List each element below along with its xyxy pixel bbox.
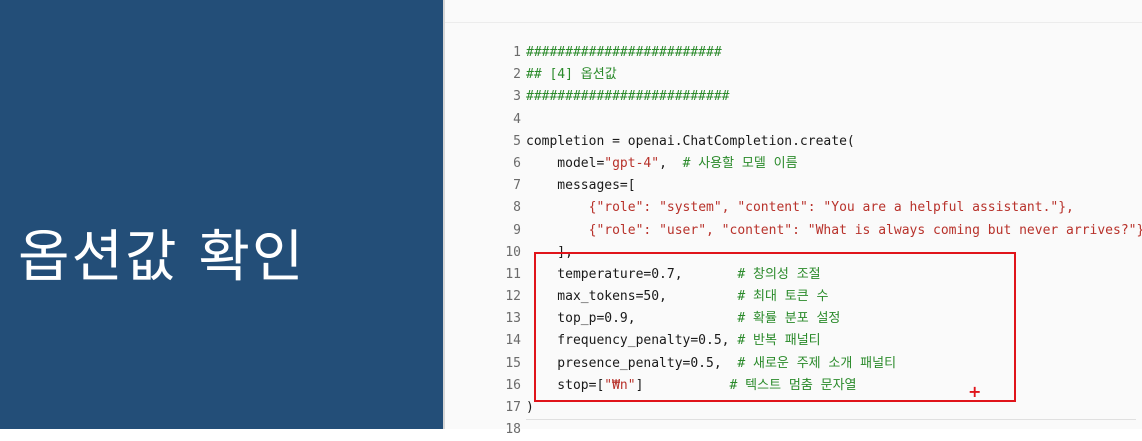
code-text[interactable]: completion = openai.ChatCompletion.creat… [526, 131, 855, 153]
code-token [526, 200, 589, 215]
code-lines[interactable]: 1 ######################### 2 ## [4] 옵션값 3 ##… [445, 42, 1142, 441]
line-number: 9 [513, 222, 521, 238]
panel-divider [443, 0, 445, 429]
line-number: 13 [505, 311, 521, 327]
line-number: 4 [513, 111, 521, 127]
code-token: max_tokens=50, [526, 289, 738, 305]
code-line[interactable]: 3 ########################## [445, 86, 1142, 108]
code-text[interactable]: max_tokens=50, # 최대 토큰 수 [526, 286, 828, 308]
code-string: "₩n" [604, 377, 636, 393]
code-text[interactable]: ########################## [526, 86, 730, 108]
code-editor[interactable]: 1 ######################### 2 ## [4] 옵션값 3 ##… [445, 0, 1142, 437]
code-line[interactable]: 18 [445, 419, 1142, 441]
code-comment: # 최대 토큰 수 [737, 289, 829, 305]
line-number: 15 [505, 355, 521, 371]
code-line[interactable]: 6 model="gpt-4", # 사용할 모델 이름 [445, 153, 1142, 175]
slide-side-panel: 옵션값 확인 [0, 0, 443, 429]
line-number: 17 [505, 400, 521, 415]
code-text[interactable]: ) [526, 397, 534, 419]
line-number: 6 [513, 155, 521, 171]
code-token: presence_penalty=0.5, [526, 355, 738, 371]
code-comment: ########################## [526, 89, 730, 105]
code-line[interactable]: 7 messages=[ [445, 175, 1142, 197]
code-line[interactable]: 11 temperature=0.7, # 창의성 조절 [445, 264, 1142, 286]
code-line[interactable]: 15 presence_penalty=0.5, # 새로운 주제 소개 패널티 [445, 353, 1142, 375]
code-comment: # 새로운 주제 소개 패널티 [737, 355, 897, 371]
code-line[interactable]: 2 ## [4] 옵션값 [445, 64, 1142, 86]
editor-top-rule [445, 22, 1142, 23]
line-number: 11 [505, 266, 521, 282]
plus-cursor-icon: + [968, 382, 982, 401]
line-number: 18 [505, 422, 521, 438]
code-text[interactable]: model="gpt-4", # 사용할 모델 이름 [526, 153, 798, 175]
code-string: {"role": "system", "content": "You are a… [588, 200, 1074, 216]
code-text[interactable]: top_p=0.9, # 확률 분포 설정 [526, 308, 840, 330]
code-text[interactable]: {"role": "system", "content": "You are a… [526, 197, 1074, 219]
code-line[interactable]: 16 stop=["₩n"] # 텍스트 멈춤 문자열 [445, 375, 1142, 397]
code-line[interactable]: 1 ######################### [445, 42, 1142, 64]
code-comment: # 사용할 모델 이름 [682, 155, 798, 171]
code-line[interactable]: 9 {"role": "user", "content": "What is a… [445, 220, 1142, 242]
code-text[interactable]: {"role": "user", "content": "What is alw… [526, 220, 1142, 242]
code-line[interactable]: 4 [445, 109, 1142, 131]
code-text[interactable]: ## [4] 옵션값 [526, 64, 617, 86]
code-token: temperature=0.7, [526, 266, 738, 282]
line-number: 12 [505, 289, 521, 305]
code-text[interactable]: frequency_penalty=0.5, # 반복 패널티 [526, 330, 821, 352]
code-token: frequency_penalty=0.5, [526, 333, 738, 349]
code-line[interactable]: 8 {"role": "system", "content": "You are… [445, 197, 1142, 219]
line-number: 2 [513, 67, 521, 83]
code-token: stop=[ [526, 377, 605, 393]
code-line[interactable]: 17) [445, 397, 1142, 420]
code-comment: # 텍스트 멈춤 문자열 [729, 377, 857, 393]
code-line[interactable]: 14 frequency_penalty=0.5, # 반복 패널티 [445, 330, 1142, 352]
code-text[interactable]: stop=["₩n"] # 텍스트 멈춤 문자열 [526, 375, 857, 397]
code-token: , [659, 155, 683, 171]
code-token: model= [526, 155, 605, 171]
code-token: messages=[ [526, 178, 636, 194]
current-line-indicator [526, 397, 1136, 420]
slide-title: 옵션값 확인 [18, 225, 306, 290]
line-number: 7 [513, 178, 521, 194]
code-comment: ######################### [526, 45, 722, 60]
code-line[interactable]: 12 max_tokens=50, # 최대 토큰 수 [445, 286, 1142, 308]
line-number: 3 [513, 89, 521, 105]
line-number: 5 [513, 133, 521, 149]
code-token [526, 223, 589, 238]
code-token: ) [526, 400, 534, 415]
line-number: 8 [513, 200, 521, 216]
code-token: completion = openai.ChatCompletion.creat… [526, 133, 855, 149]
line-number: 14 [505, 333, 521, 349]
code-line[interactable]: 13 top_p=0.9, # 확률 분포 설정 [445, 308, 1142, 330]
code-comment: # 창의성 조절 [737, 266, 821, 282]
code-string: "gpt-4" [604, 155, 660, 171]
code-comment: # 반복 패널티 [737, 333, 821, 349]
code-token: ] [635, 377, 730, 393]
code-line[interactable]: 5 completion = openai.ChatCompletion.crea… [445, 131, 1142, 153]
code-text[interactable]: presence_penalty=0.5, # 새로운 주제 소개 패널티 [526, 353, 896, 375]
code-comment: ## [4] 옵션값 [526, 67, 617, 83]
code-text[interactable]: messages=[ [526, 175, 636, 197]
line-number: 16 [505, 377, 521, 393]
code-text[interactable]: ######################### [526, 42, 722, 64]
line-number: 1 [513, 45, 521, 60]
parameter-highlight-box [534, 252, 1016, 402]
code-comment: # 확률 분포 설정 [737, 311, 841, 327]
line-number: 10 [505, 244, 521, 260]
code-text[interactable]: temperature=0.7, # 창의성 조절 [526, 264, 821, 286]
code-token: top_p=0.9, [526, 311, 738, 327]
code-string: {"role": "user", "content": "What is alw… [588, 222, 1142, 238]
